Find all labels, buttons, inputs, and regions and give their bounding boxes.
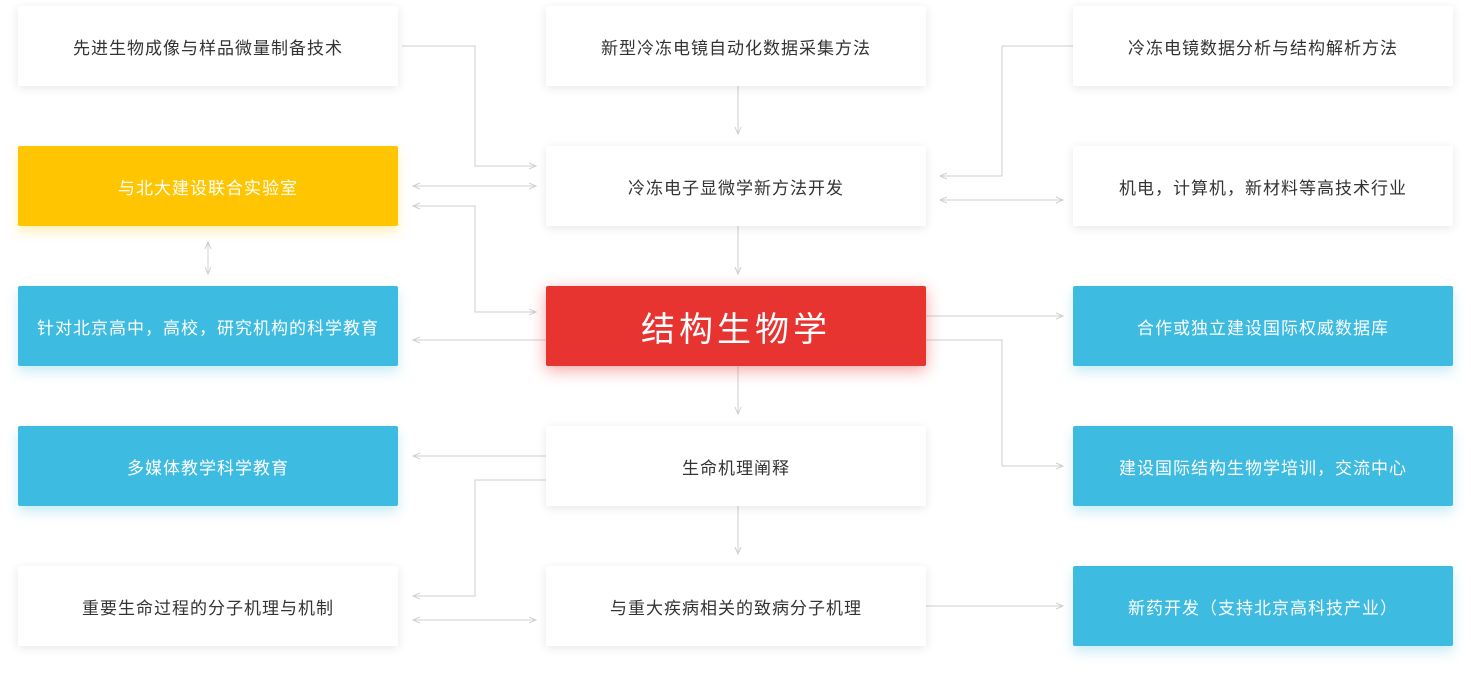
- connector-lab-core: [413, 206, 536, 312]
- node-life-mechanism: 生命机理阐释: [546, 426, 926, 506]
- node-molecular-mechanism: 重要生命过程的分子机理与机制: [18, 566, 398, 646]
- node-disease-mechanism: 与重大疾病相关的致病分子机理: [546, 566, 926, 646]
- connector-life-to-molecular: [413, 479, 546, 596]
- node-database: 合作或独立建设国际权威数据库: [1073, 286, 1453, 366]
- node-auto-collection: 新型冷冻电镜自动化数据采集方法: [546, 6, 926, 86]
- connector-analysis-to-methods: [940, 45, 1073, 176]
- node-high-tech: 机电，计算机，新材料等高技术行业: [1073, 146, 1453, 226]
- connector-imaging-to-methods: [402, 45, 536, 166]
- node-advanced-imaging: 先进生物成像与样品微量制备技术: [18, 6, 398, 86]
- node-data-analysis: 冷冻电镜数据分析与结构解析方法: [1073, 6, 1453, 86]
- node-training-center: 建设国际结构生物学培训，交流中心: [1073, 426, 1453, 506]
- node-drug-development: 新药开发（支持北京高科技产业）: [1073, 566, 1453, 646]
- node-multimedia-education: 多媒体教学科学教育: [18, 426, 398, 506]
- node-science-education: 针对北京高中，高校，研究机构的科学教育: [18, 286, 398, 366]
- node-pku-lab: 与北大建设联合实验室: [18, 146, 398, 226]
- connector-core-to-training: [926, 339, 1063, 466]
- node-structural-biology: 结构生物学: [546, 286, 926, 366]
- node-new-methods: 冷冻电子显微学新方法开发: [546, 146, 926, 226]
